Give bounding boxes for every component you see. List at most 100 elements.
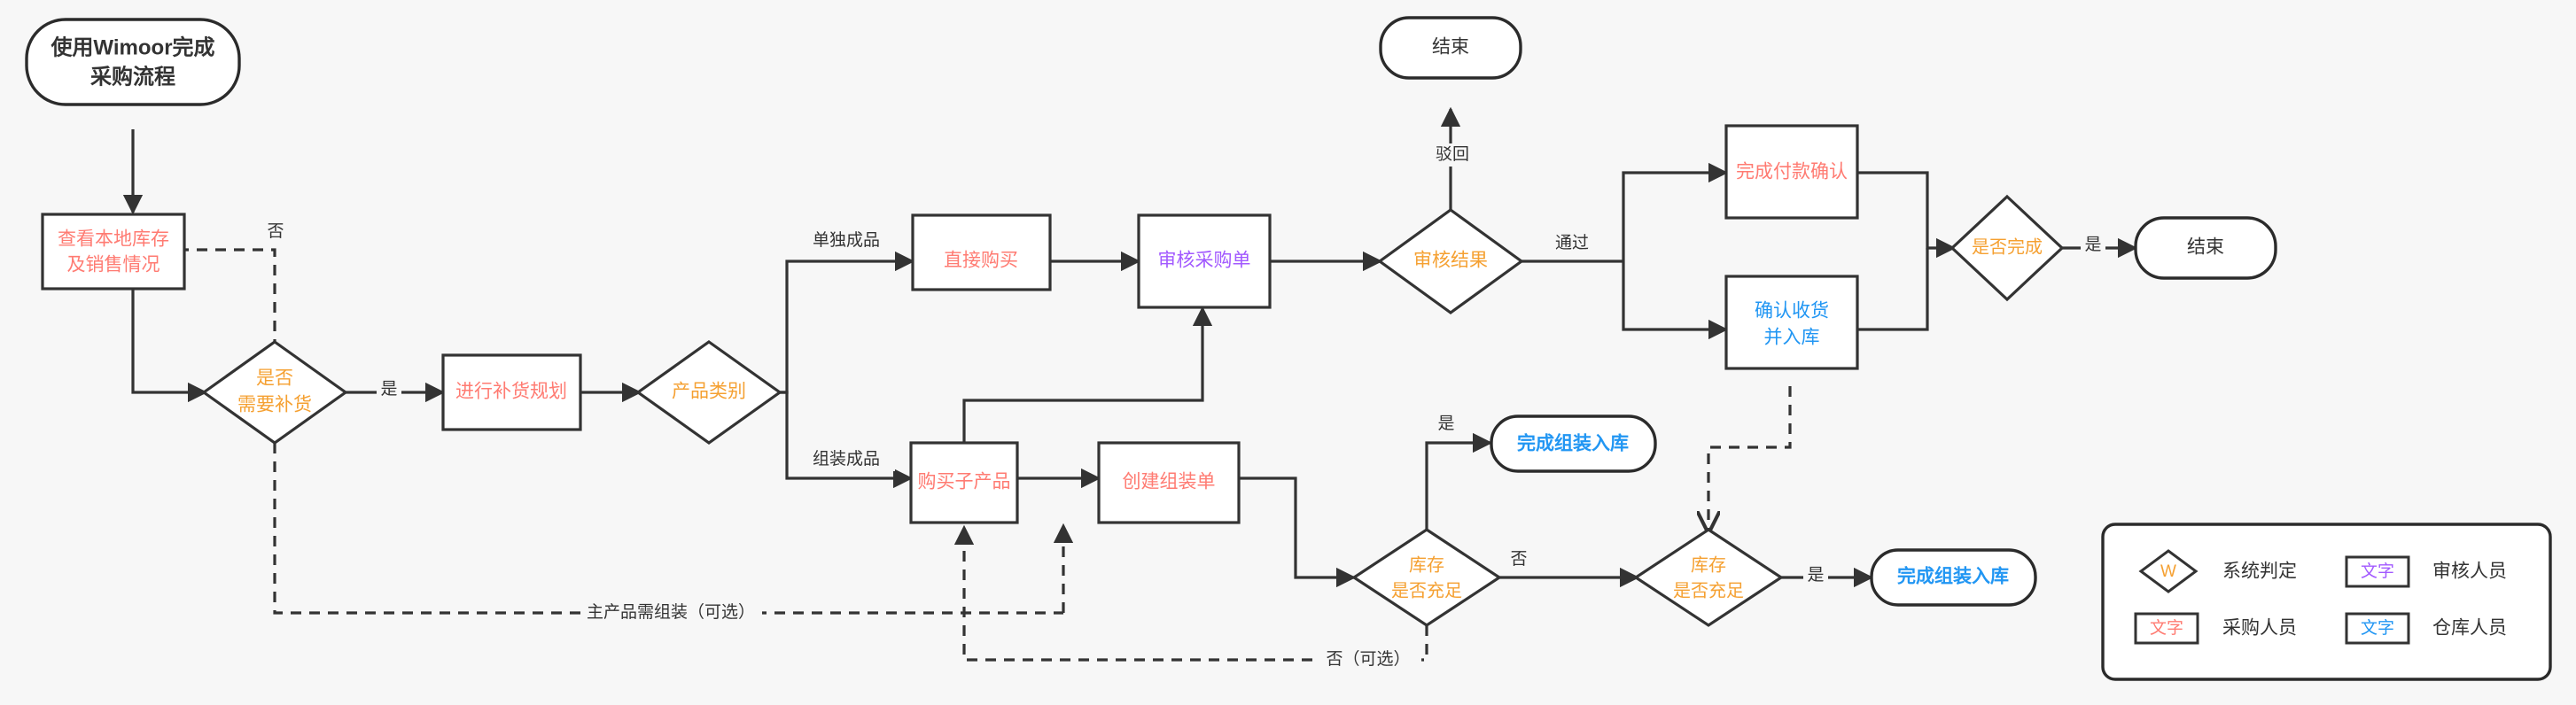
node-audit-result-label: 审核结果 xyxy=(1413,251,1488,271)
legend-item-purchaser: 文字 采购人员 xyxy=(2134,612,2297,645)
legend-item-warehouse: 文字 仓库人员 xyxy=(2345,612,2507,645)
legend-label-1: 审核人员 xyxy=(2432,562,2507,582)
node-end-right-label: 结束 xyxy=(2187,237,2224,258)
edge-main-needs-assembly-dashed xyxy=(273,443,1063,615)
edge-label-main-needs-assembly: 主产品需组装（可选） xyxy=(587,602,755,622)
edge-receive-stock-to-stock-2-dashed xyxy=(1708,386,1792,531)
node-assembly-done-2[interactable]: 完成组装入库 xyxy=(1870,548,2037,607)
node-audit-po[interactable]: 审核采购单 xyxy=(1137,213,1272,309)
node-check-stock-label-1: 查看本地库存 xyxy=(58,229,169,250)
node-stock-enough-1[interactable]: 库存 是否充足 xyxy=(1351,528,1502,627)
legend-label-3: 仓库人员 xyxy=(2432,618,2507,639)
node-assembly-done-2-label: 完成组装入库 xyxy=(1897,566,2009,587)
edge-label-bg xyxy=(1506,548,1532,571)
legend-glyph-2: 文字 xyxy=(2150,618,2183,638)
edge-label-bg xyxy=(1546,232,1598,255)
node-end-top-shape xyxy=(1379,16,1522,80)
node-audit-result[interactable]: 审核结果 xyxy=(1377,208,1524,314)
edge-label-rejected: 驳回 xyxy=(1436,145,1469,164)
edge-label-bg xyxy=(798,448,895,471)
node-is-done-label: 是否完成 xyxy=(1972,236,2043,257)
edge-label-bg xyxy=(1803,565,1828,588)
node-audit-po-shape xyxy=(1137,213,1272,309)
node-pay-confirm[interactable]: 完成付款确认 xyxy=(1724,124,1859,220)
legend-rect-icon-purchaser xyxy=(2134,612,2199,645)
node-start-label-2: 采购流程 xyxy=(90,65,175,89)
edge-check-stock-to-need-restock xyxy=(131,288,208,403)
node-is-done[interactable]: 是否完成 xyxy=(1950,194,2065,302)
node-assembly-done-1[interactable]: 完成组装入库 xyxy=(1490,414,1657,473)
edge-buy-sub-to-audit xyxy=(962,306,1213,445)
node-end-right-shape xyxy=(2134,216,2277,280)
node-start-shape xyxy=(25,18,241,106)
node-stock-enough-2[interactable]: 库存 是否充足 xyxy=(1633,528,1784,627)
edge-label-bg xyxy=(1315,648,1421,671)
node-start[interactable]: 使用Wimoor完成 采购流程 xyxy=(25,18,241,106)
node-receive-stock-shape xyxy=(1724,275,1859,370)
node-buy-sub[interactable]: 购买子产品 xyxy=(909,441,1019,524)
node-assembly-done-2-shape xyxy=(1870,548,2037,607)
edge-label-bg xyxy=(798,229,895,252)
legend: W 系统判定 文字 审核人员 文字 采购人员 文字 仓库人员 xyxy=(2101,523,2552,681)
legend-label-0: 系统判定 xyxy=(2222,562,2297,582)
edge-label-assembled-finished: 组装成品 xyxy=(813,449,880,469)
node-check-stock-shape xyxy=(41,213,186,291)
node-direct-buy-label: 直接购买 xyxy=(944,251,1018,271)
node-buy-sub-shape xyxy=(909,441,1019,524)
node-direct-buy-shape xyxy=(911,213,1052,291)
edge-receive-stock-to-is-done xyxy=(1850,248,1929,331)
node-direct-buy[interactable]: 直接购买 xyxy=(911,213,1052,291)
node-create-assembly[interactable]: 创建组装单 xyxy=(1097,441,1241,524)
legend-diamond-icon xyxy=(2138,549,2199,593)
node-buy-sub-label: 购买子产品 xyxy=(918,472,1011,492)
node-product-type[interactable]: 产品类别 xyxy=(635,340,782,445)
legend-glyph-1: 文字 xyxy=(2361,562,2394,581)
edge-label-single-finished: 单独成品 xyxy=(813,230,880,250)
edge-label-no-optional: 否（可选） xyxy=(1326,649,1410,669)
node-stock-enough-2-label-1: 库存 xyxy=(1691,554,1726,575)
edge-audit-to-pay-confirm xyxy=(1622,162,1729,261)
node-stock-enough-1-label-2: 是否充足 xyxy=(1391,580,1462,600)
node-audit-po-label: 审核采购单 xyxy=(1158,251,1251,271)
node-need-restock[interactable]: 是否 需要补货 xyxy=(201,340,348,445)
node-start-label-1: 使用Wimoor完成 xyxy=(50,35,214,59)
edge-label-stock-yes-1: 是 xyxy=(1437,414,1454,433)
node-is-done-shape xyxy=(1950,194,2065,302)
node-assembly-done-1-shape xyxy=(1490,414,1657,473)
node-audit-result-shape xyxy=(1377,208,1524,314)
edge-audit-to-receive-stock xyxy=(1622,261,1729,340)
node-product-type-label: 产品类别 xyxy=(672,382,746,402)
node-create-assembly-shape xyxy=(1097,441,1241,524)
edge-label-stock-yes-2: 是 xyxy=(1807,566,1824,585)
node-end-top[interactable]: 结束 xyxy=(1379,16,1522,80)
node-end-right[interactable]: 结束 xyxy=(2134,216,2277,280)
legend-rect-icon-warehouse xyxy=(2345,612,2410,645)
edge-label-stock-no: 否 xyxy=(1510,550,1527,569)
node-restock-plan-label: 进行补货规划 xyxy=(455,382,567,402)
edge-label-bg xyxy=(1434,413,1459,436)
edge-label-bg xyxy=(2081,235,2105,256)
node-end-top-label: 结束 xyxy=(1432,37,1469,58)
legend-rect-icon-auditor xyxy=(2345,555,2410,588)
node-receive-stock-label-2: 并入库 xyxy=(1764,328,1820,348)
legend-item-auditor: 文字 审核人员 xyxy=(2345,555,2507,588)
node-pay-confirm-shape xyxy=(1724,124,1859,220)
node-receive-stock[interactable]: 确认收货 并入库 xyxy=(1724,275,1859,370)
legend-item-system-decision: W 系统判定 xyxy=(2138,549,2297,593)
legend-glyph-0: W xyxy=(2160,562,2176,581)
edge-label-passed: 通过 xyxy=(1555,233,1589,252)
legend-panel xyxy=(2101,523,2552,681)
edge-label-bg xyxy=(1429,143,1475,167)
node-stock-enough-1-shape xyxy=(1351,528,1502,627)
legend-label-2: 采购人员 xyxy=(2222,618,2297,639)
node-restock-plan[interactable]: 进行补货规划 xyxy=(441,353,582,431)
node-check-stock[interactable]: 查看本地库存 及销售情况 xyxy=(41,213,186,291)
edge-product-type-assembled xyxy=(778,391,914,489)
node-create-assembly-label: 创建组装单 xyxy=(1123,472,1216,492)
edge-product-type-single xyxy=(778,251,915,394)
node-stock-enough-2-label-2: 是否充足 xyxy=(1673,580,1744,600)
edge-label-bg xyxy=(377,379,401,400)
edge-pay-confirm-to-is-done xyxy=(1850,171,1957,259)
